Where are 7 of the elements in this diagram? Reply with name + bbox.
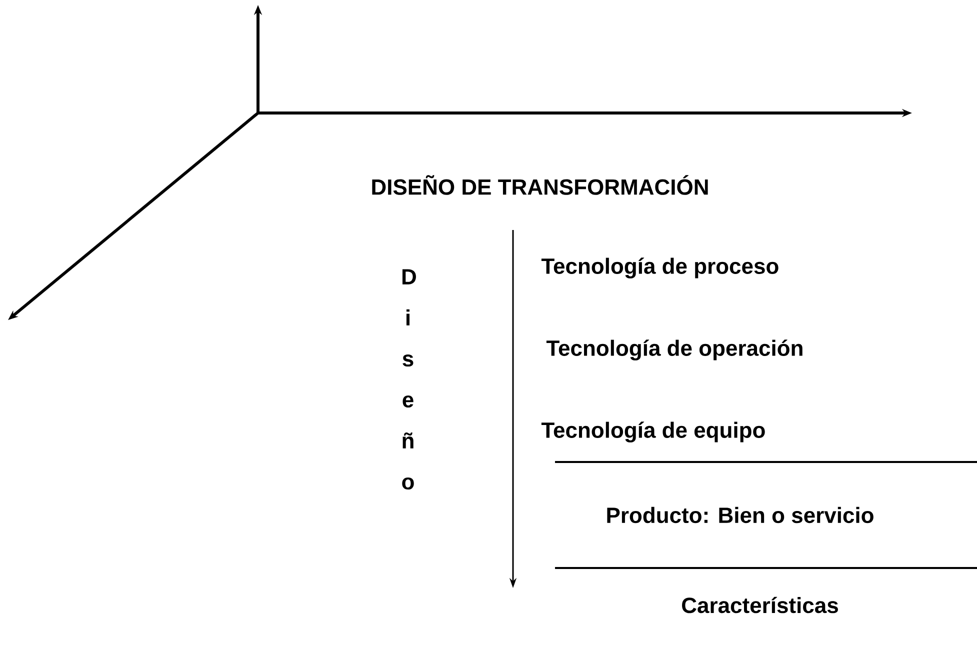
text-label: Tecnología de proceso — [541, 258, 778, 278]
text-label: Producto: Bien o servicio — [607, 506, 874, 524]
heading: DISEÑO DE TRANSFORMACIÓN — [372, 175, 708, 195]
text-label: Tecnología de operación — [546, 340, 802, 360]
text-label: Características — [682, 596, 838, 614]
text-label: Tecnología de equipo — [541, 422, 765, 442]
vertical-label: Diseño — [402, 269, 416, 490]
